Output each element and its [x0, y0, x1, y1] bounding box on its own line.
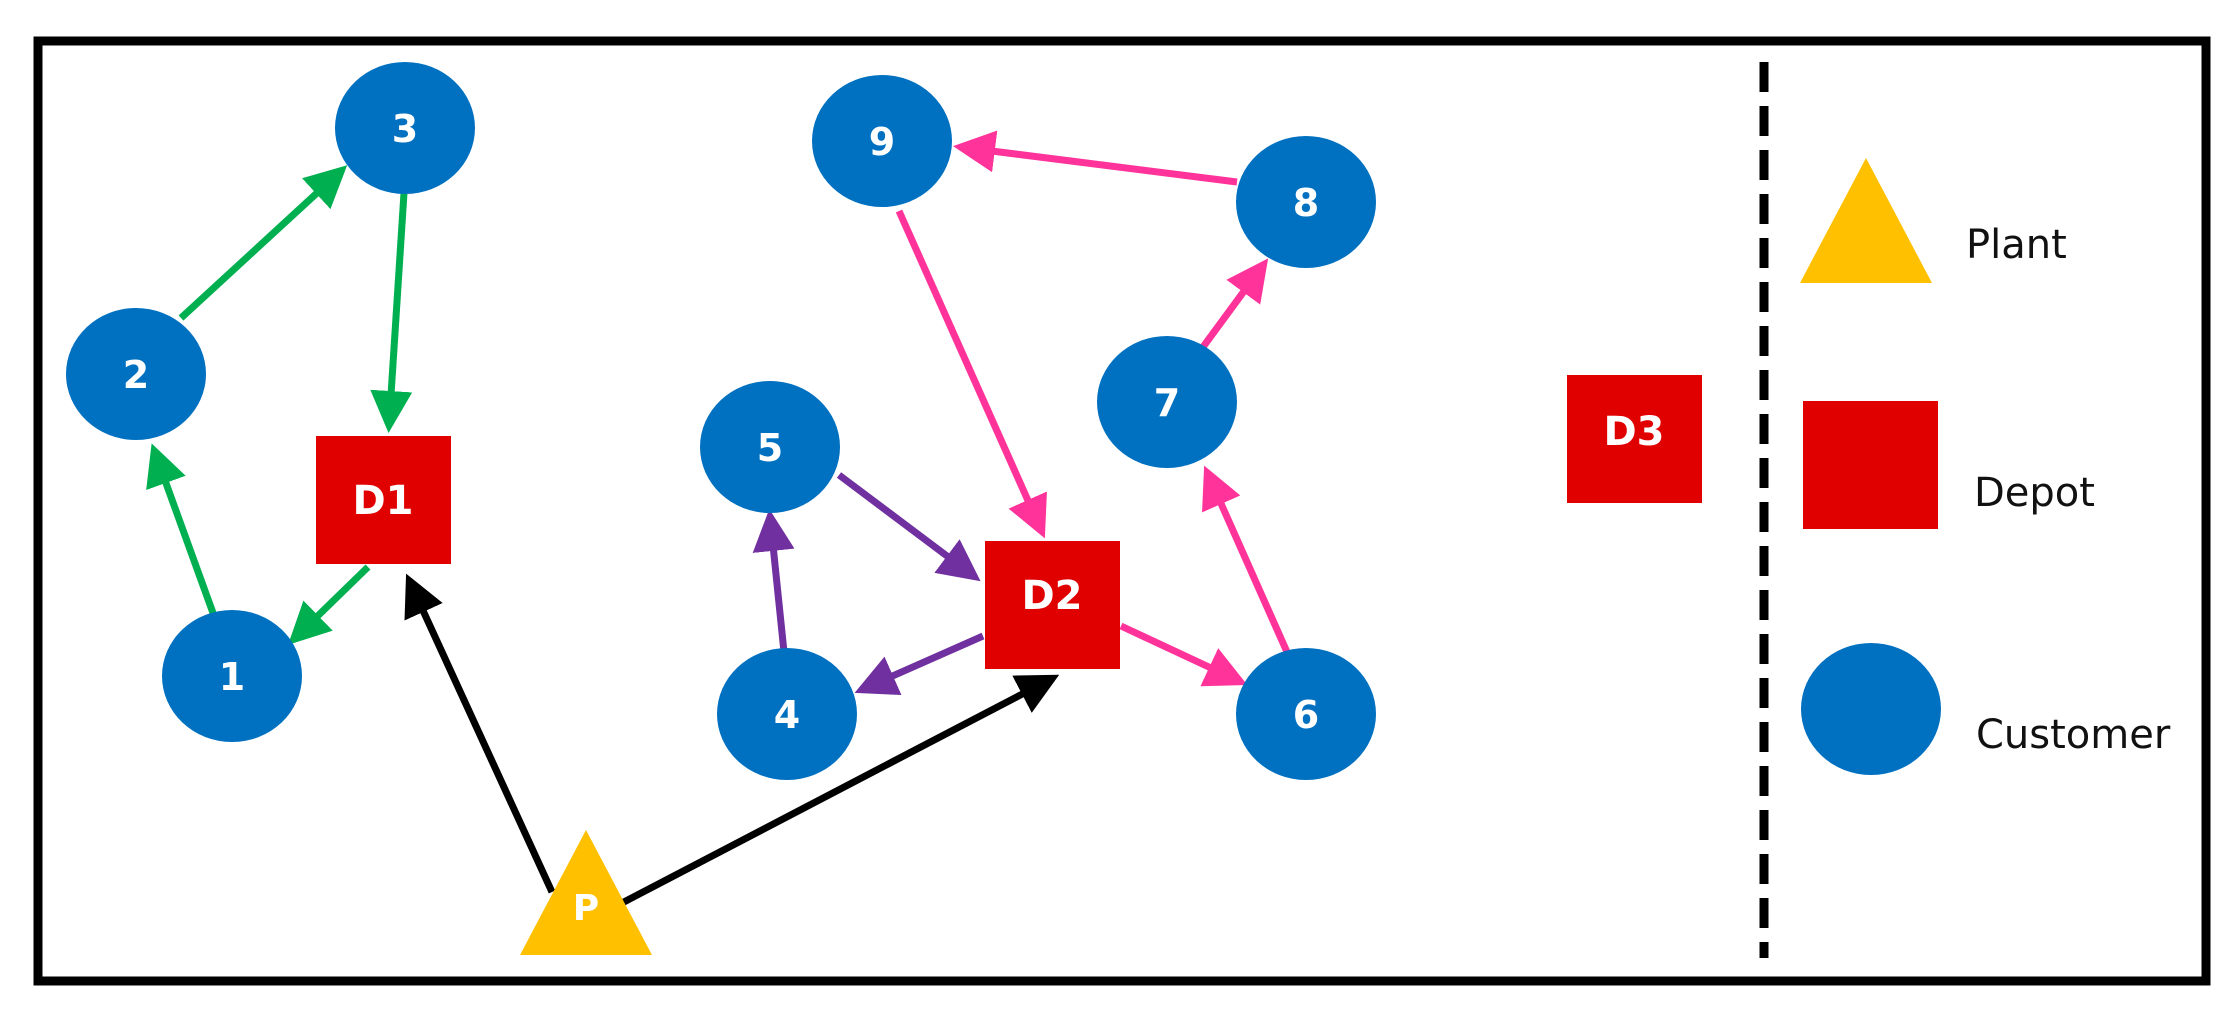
legend: Plant Depot Customer	[1800, 158, 2171, 775]
depot-label: D1	[352, 478, 413, 524]
plant-label: P	[573, 888, 599, 929]
customer-label: 1	[219, 655, 245, 699]
legend-item-depot: Depot	[1803, 401, 2095, 529]
customer-node-5: 5	[700, 381, 840, 513]
depot-nodes: D1 D2 D3	[316, 375, 1702, 669]
legend-label-customer: Customer	[1976, 712, 2171, 758]
legend-item-plant: Plant	[1800, 158, 2067, 283]
plant-triangle-icon	[1800, 158, 1932, 283]
routes	[146, 130, 1291, 907]
customer-label: 2	[123, 353, 149, 397]
customer-node-9: 9	[812, 75, 952, 207]
route-edge-7-to-8	[1200, 258, 1269, 350]
depot-label: D2	[1021, 573, 1082, 619]
route-edge-d1-to-1	[287, 564, 371, 645]
customer-circle-icon	[1236, 648, 1376, 780]
customer-circle-icon	[1801, 643, 1941, 775]
customer-label: 8	[1293, 181, 1319, 225]
customer-label: 3	[392, 107, 418, 151]
customer-nodes: 1 2 3 4 5 6 7 8	[66, 62, 1376, 780]
customer-label: 7	[1154, 381, 1180, 425]
route-edge-d2-to-4	[854, 632, 985, 696]
depot-square-icon	[1567, 375, 1702, 503]
legend-label-depot: Depot	[1974, 470, 2095, 516]
customer-label: 4	[774, 693, 800, 737]
route-edge-9-to-d2	[895, 209, 1047, 539]
route-edge-3-to-d1	[370, 192, 413, 433]
legend-item-customer: Customer	[1801, 643, 2171, 775]
route-edge-5-to-d2	[836, 472, 981, 582]
customer-node-8: 8	[1236, 136, 1376, 268]
depot-node-d1: D1	[316, 436, 451, 564]
customer-node-1: 1	[162, 610, 302, 742]
legend-label-plant: Plant	[1966, 222, 2067, 268]
route-edge-6-to-7	[1202, 465, 1291, 654]
depot-node-d3: D3	[1567, 375, 1702, 503]
depot-label: D3	[1603, 409, 1664, 455]
depot-square-icon	[316, 436, 451, 564]
customer-label: 5	[757, 426, 783, 470]
route-edge-8-to-9	[953, 130, 1238, 186]
customer-circle-icon	[812, 75, 952, 207]
route-edge-4-to-5	[752, 509, 795, 653]
customer-label: 6	[1293, 693, 1319, 737]
route-edge-d2-to-6	[1119, 622, 1248, 687]
shipment-edge-p-to-d2	[620, 674, 1060, 907]
customer-circle-icon	[1097, 336, 1237, 468]
customer-node-6: 6	[1236, 648, 1376, 780]
customer-circle-icon	[700, 381, 840, 513]
customer-node-7: 7	[1097, 336, 1237, 468]
customer-node-4: 4	[717, 648, 857, 780]
customer-circle-icon	[335, 62, 475, 194]
customer-node-3: 3	[335, 62, 475, 194]
customer-circle-icon	[1236, 136, 1376, 268]
plant-triangle-icon	[520, 830, 652, 955]
depot-node-d2: D2	[985, 541, 1120, 669]
shipment-edge-p-to-d1	[404, 573, 556, 894]
plant-node: P	[520, 830, 652, 955]
customer-label: 9	[869, 120, 895, 164]
route-edge-1-to-2	[146, 443, 217, 615]
customer-circle-icon	[162, 610, 302, 742]
depot-square-icon	[1803, 401, 1938, 529]
depot-square-icon	[985, 541, 1120, 669]
route-edge-2-to-3	[178, 165, 348, 321]
customer-node-2: 2	[66, 308, 206, 440]
customer-circle-icon	[717, 648, 857, 780]
customer-circle-icon	[66, 308, 206, 440]
